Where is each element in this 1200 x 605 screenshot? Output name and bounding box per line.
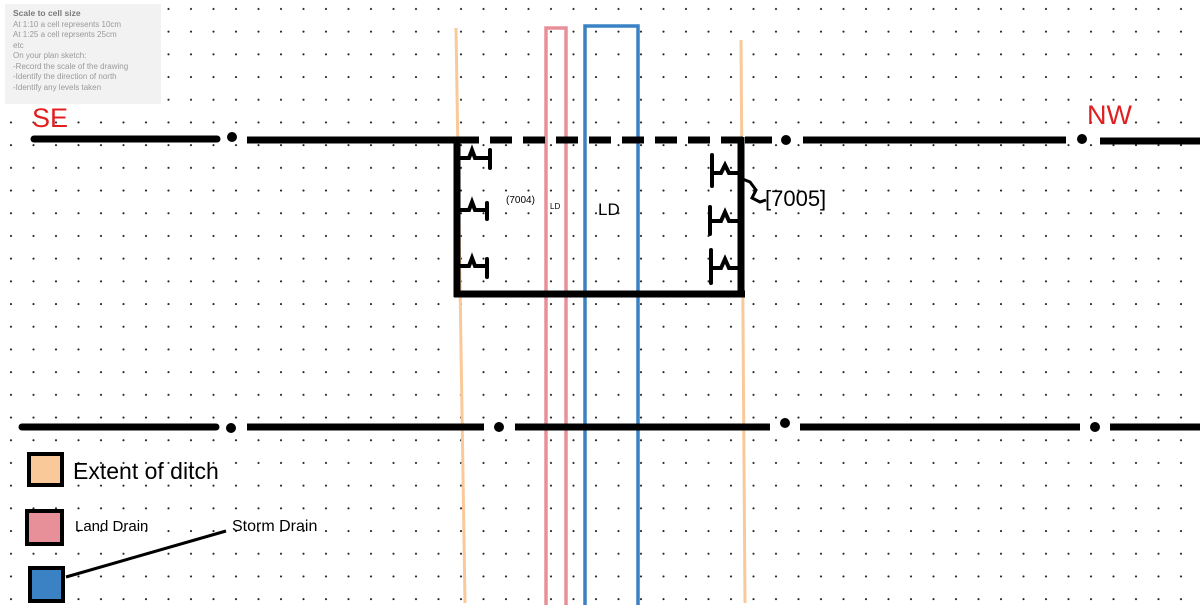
cut-leader-line <box>739 176 767 204</box>
note-line: At 1:25 a cell reprsents 25cm <box>13 30 117 39</box>
context-label-fill: (7004) <box>506 195 535 206</box>
legend-swatch-storm-drain <box>28 566 65 603</box>
ditch-extent-left <box>454 27 467 604</box>
direction-label-se: SE <box>32 103 69 133</box>
trench-outline <box>453 137 745 298</box>
storm-drain-leader-line <box>65 529 227 579</box>
context-label-land-drain: LD <box>550 202 561 211</box>
note-line: -Record the scale of the drawing <box>13 61 129 71</box>
note-line: -Identify the direction of north <box>13 72 117 81</box>
note-line: -Identify any levels taken <box>13 82 102 92</box>
note-line: On your plan sketch: <box>13 51 87 60</box>
section-line-bottom <box>18 418 1200 433</box>
legend-label-ditch: Extent of ditch <box>73 458 219 484</box>
note-line: At 1:10 a cell represents 10cm <box>13 19 122 29</box>
context-label-cut: [7005] <box>765 186 827 211</box>
scale-instruction-note: Scale to cell size At 1:10 a cell repres… <box>5 4 161 104</box>
note-line: etc <box>13 40 24 50</box>
legend-label-land-drain: Land Drain <box>75 518 149 535</box>
section-line-top <box>30 132 1200 145</box>
storm-drain <box>583 24 640 605</box>
direction-label-nw: NW <box>1087 100 1132 130</box>
hachures-right <box>708 153 740 285</box>
legend-swatch-ditch <box>27 452 64 487</box>
legend-swatch-land-drain <box>25 509 64 546</box>
note-title: Scale to cell size <box>13 8 81 18</box>
hachures-left <box>458 144 492 279</box>
context-label-storm-drain: LD <box>598 200 620 219</box>
ditch-extent-right <box>739 39 747 604</box>
legend-label-storm-drain: Storm Drain <box>232 518 318 535</box>
land-drain <box>544 26 568 605</box>
